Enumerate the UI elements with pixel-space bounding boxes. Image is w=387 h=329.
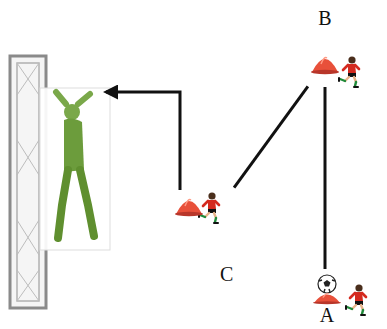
cone-highlight [321, 58, 327, 64]
cone-highlight [323, 294, 329, 298]
pass-line [324, 87, 327, 269]
player-figure [346, 284, 366, 315]
cone-station: C [170, 190, 244, 294]
shot-arrow [106, 92, 180, 190]
player-figure [339, 56, 359, 87]
cone-marker [310, 52, 340, 74]
station-letter: B [318, 8, 331, 28]
station-letter: A [320, 305, 334, 325]
player-figure [199, 192, 219, 223]
cone-marker [312, 290, 342, 304]
cone-base [311, 70, 339, 74]
ball [318, 275, 336, 293]
cone-highlight [185, 200, 191, 206]
cone-marker [174, 194, 204, 216]
cone-base [313, 301, 341, 304]
cone-base [175, 212, 203, 216]
cone-station: B [308, 6, 342, 84]
pass-line [234, 86, 308, 187]
station-letter: C [220, 264, 233, 284]
cone-station: A [310, 272, 344, 327]
goalkeeper [40, 88, 110, 250]
